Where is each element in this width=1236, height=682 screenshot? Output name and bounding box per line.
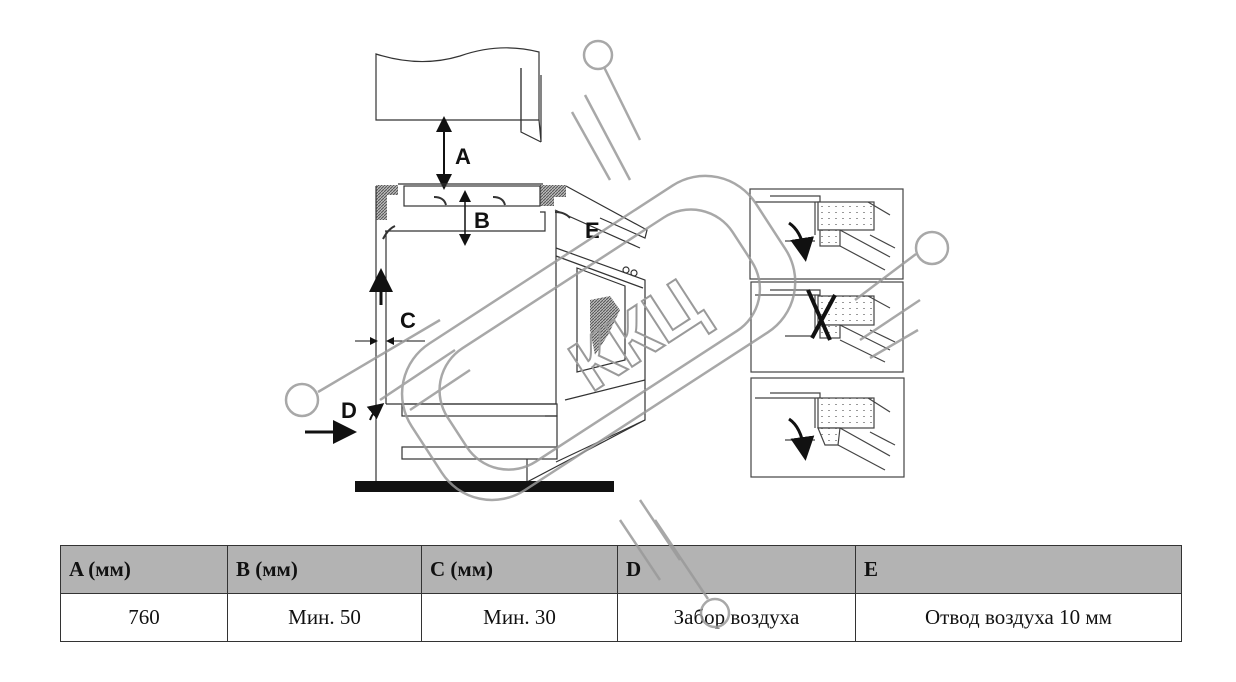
header-e: E — [855, 545, 1182, 594]
cell-e: Отвод воздуха 10 мм — [855, 593, 1182, 642]
table-row: 760 Мин. 50 Мин. 30 Забор воздуха Отвод … — [60, 593, 1182, 642]
cell-d: Забор воздуха — [617, 593, 856, 642]
label-b: B — [474, 208, 490, 233]
detail-panel-2 — [750, 281, 904, 373]
dimension-a: A — [436, 116, 471, 190]
dimension-b: B — [459, 190, 490, 246]
floor — [355, 481, 614, 492]
header-a: A (мм) — [60, 545, 228, 594]
label-c: C — [400, 308, 416, 333]
installation-diagram: A B E — [305, 47, 905, 492]
label-e: E — [585, 218, 600, 243]
worktop — [376, 183, 648, 249]
header-c: C (мм) — [421, 545, 618, 594]
label-a: A — [455, 144, 471, 169]
label-d: D — [341, 398, 357, 423]
airflow-arrows: C D — [305, 268, 425, 444]
cell-b: Мин. 50 — [227, 593, 422, 642]
clearance-table: A (мм) B (мм) C (мм) D E 760 Мин. 50 Мин… — [60, 545, 1182, 642]
wall-cabinet — [375, 47, 542, 143]
detail-panel-1 — [749, 188, 904, 280]
cell-a: 760 — [60, 593, 228, 642]
cell-c: Мин. 30 — [421, 593, 618, 642]
table-header-row: A (мм) B (мм) C (мм) D E — [60, 545, 1182, 594]
header-b: B (мм) — [227, 545, 422, 594]
header-d: D — [617, 545, 856, 594]
detail-panel-3 — [750, 377, 905, 478]
